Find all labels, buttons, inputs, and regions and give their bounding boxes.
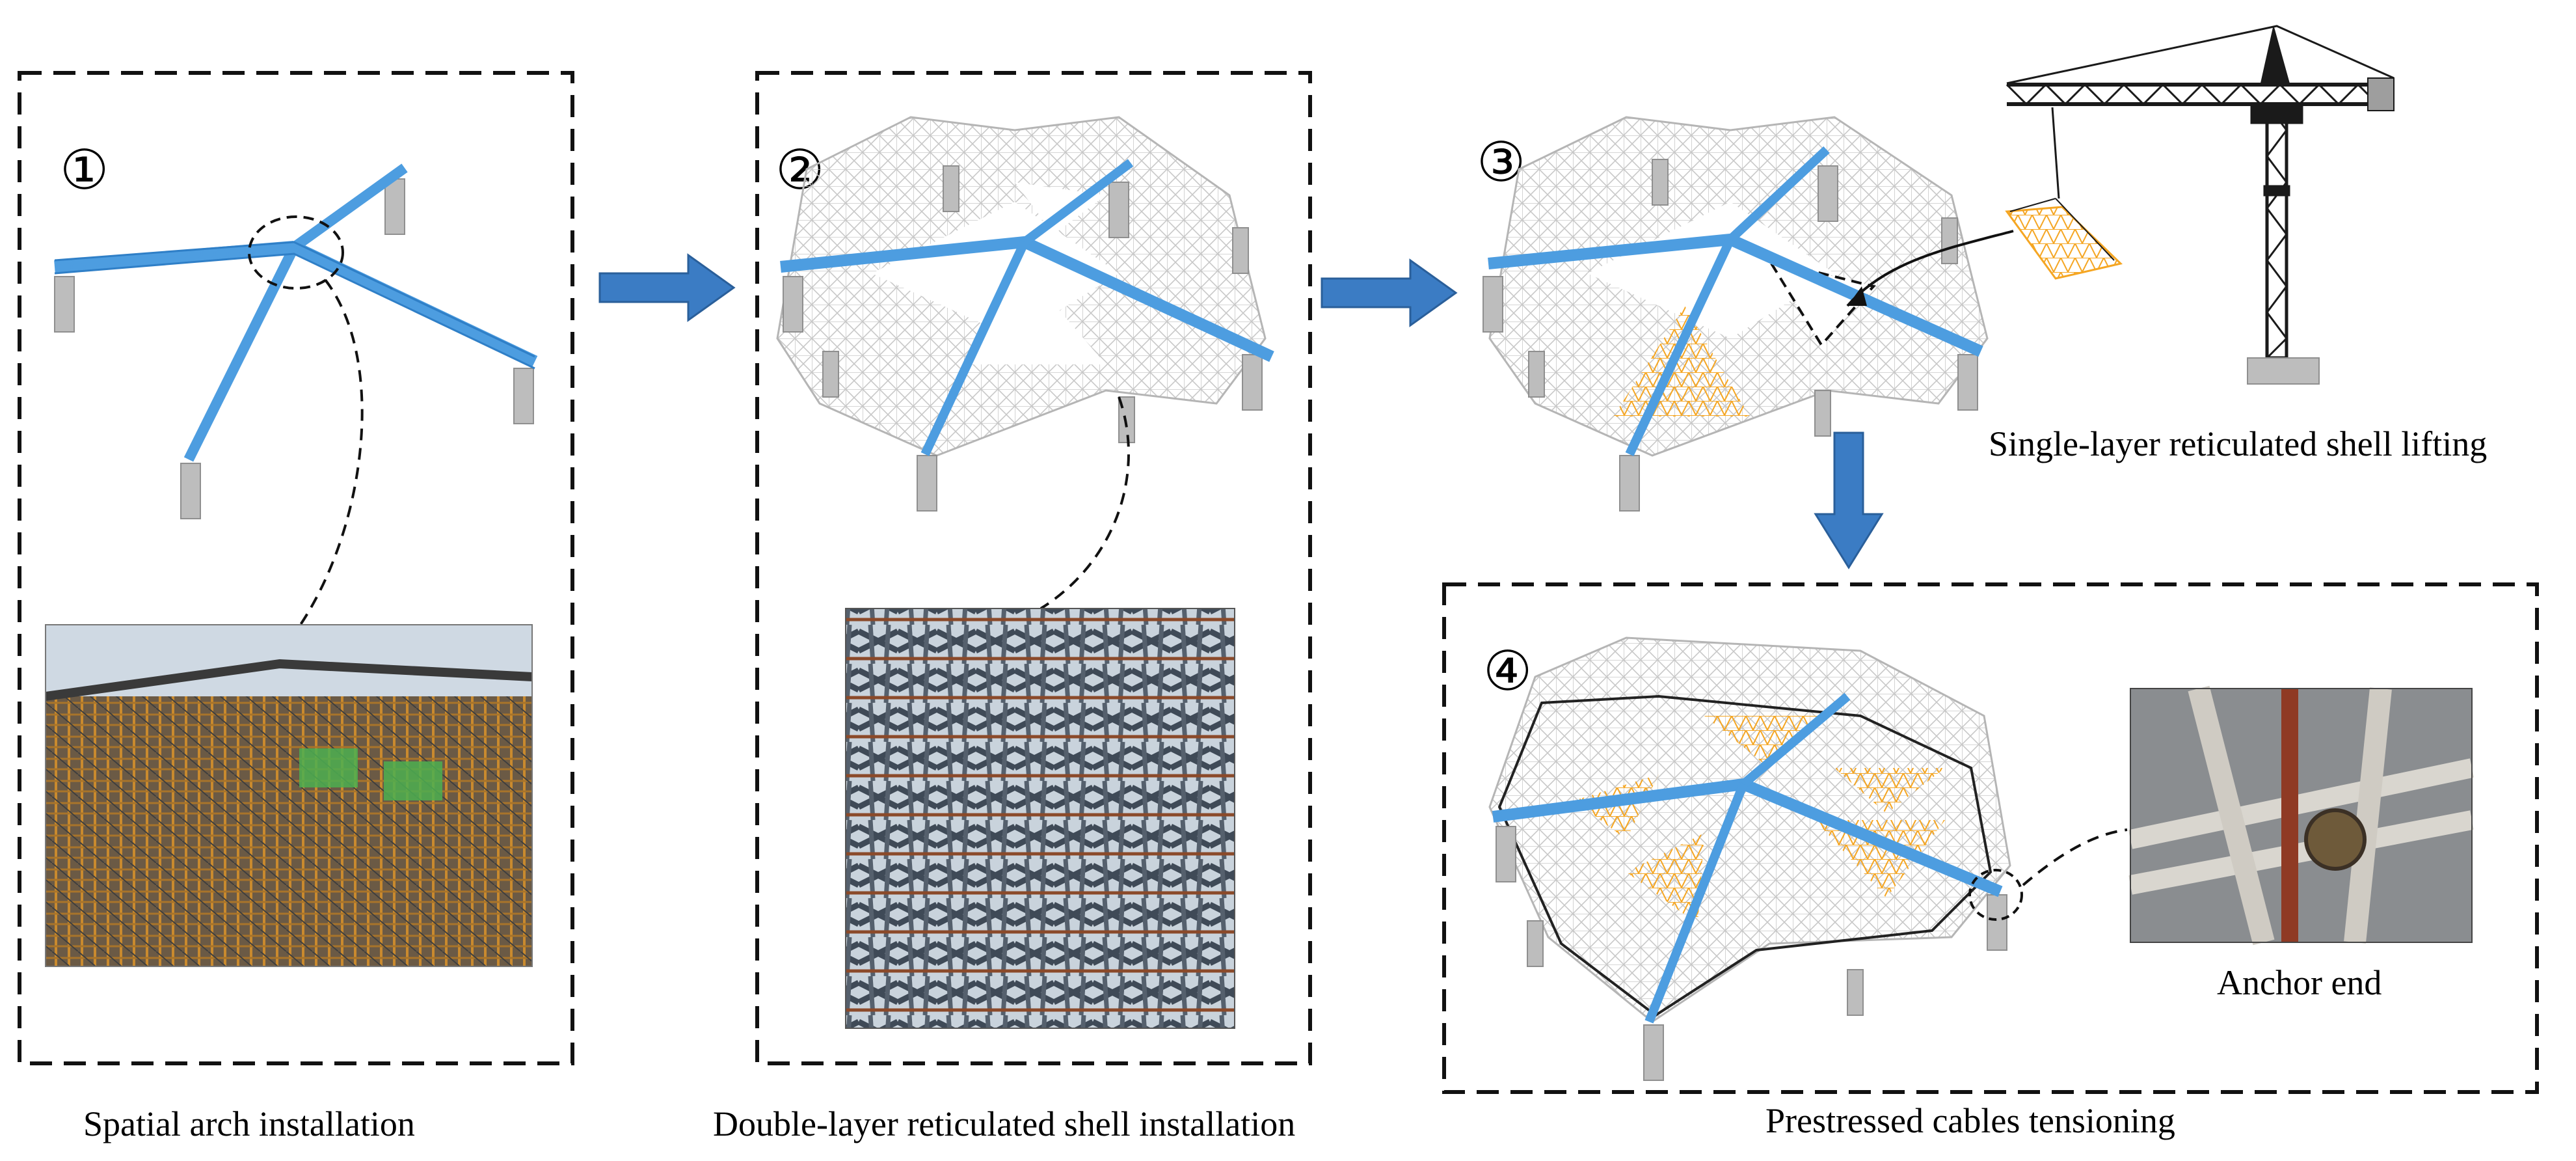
step-2-caption: Double-layer reticulated shell installat…	[713, 1104, 1295, 1143]
panel-1-spatial-arches	[54, 163, 538, 462]
anchor-end-label: Anchor end	[2217, 963, 2381, 1002]
panel-4-frame	[1442, 582, 2539, 1094]
panel-4-leader-line	[2022, 828, 2128, 886]
lifting-path-line	[1846, 230, 2014, 307]
panel-4-columns	[1496, 826, 2007, 1081]
panel-3-columns	[1483, 159, 1978, 512]
panel-1-node-highlight	[248, 215, 344, 290]
right-arrow-icon	[1321, 258, 1458, 327]
panel-3-spatial-arches	[1488, 146, 1983, 456]
step-4-number: ④	[1483, 639, 1532, 703]
prestressed-cable-loop	[1497, 694, 1992, 1017]
right-arrow-icon	[598, 253, 736, 322]
lifting-path-arrowhead	[1847, 286, 1867, 306]
scaffolding-photo	[45, 624, 533, 967]
tower-crane-icon	[2006, 25, 2395, 385]
down-arrow-icon	[1814, 431, 1884, 569]
panel-4-spatial-arches	[1492, 692, 2003, 1024]
panel-2-frame	[755, 71, 1312, 1065]
steel-node-photo	[845, 608, 1235, 1029]
lifted-single-layer-module	[2005, 206, 2123, 280]
panel-1-columns	[54, 178, 534, 519]
panel-1-leader-line	[285, 279, 364, 646]
panel-4-anchor-highlight	[1968, 869, 2023, 921]
panel-2-spatial-arches	[780, 159, 1274, 456]
panel-2-double-layer-shell	[776, 116, 1267, 457]
step-1-caption: Spatial arch installation	[83, 1104, 415, 1143]
panel-3-shell	[1488, 116, 1989, 457]
step-3-caption: Single-layer reticulated shell lifting	[1989, 424, 2487, 463]
step-4-caption: Prestressed cables tensioning	[1765, 1101, 2175, 1140]
panel-1-frame	[18, 71, 574, 1065]
panel-4-shell	[1488, 636, 2011, 1023]
step-1-number: ①	[60, 138, 109, 202]
panel-2-leader-line	[1040, 396, 1130, 610]
panel-2-columns	[783, 165, 1263, 512]
anchor-end-photo	[2128, 685, 2475, 946]
